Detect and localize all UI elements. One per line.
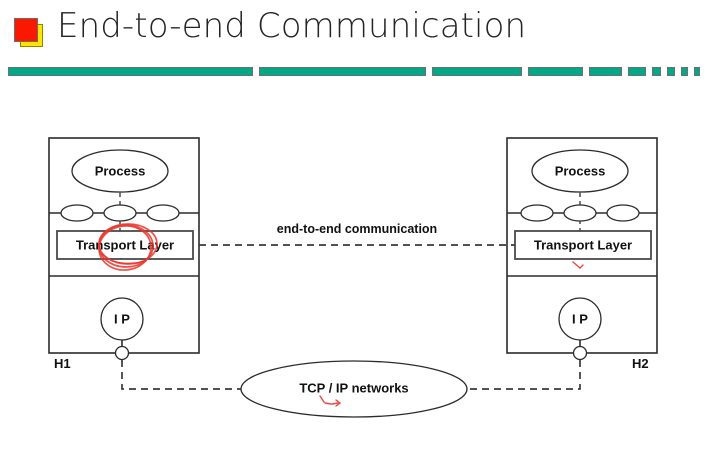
divider-segment-6 — [628, 67, 646, 76]
divider-segment-9 — [681, 67, 688, 76]
divider-segment-2 — [259, 67, 426, 76]
divider-segment-4 — [528, 67, 583, 76]
divider-segment-1 — [8, 67, 253, 76]
host-h1-interface-node — [114, 345, 130, 361]
h2-to-network-link — [467, 360, 581, 390]
host-h2-transport-box — [514, 230, 652, 260]
host-h2-socket-3 — [606, 204, 640, 222]
red-square-shape — [14, 18, 38, 42]
divider-segment-5 — [589, 67, 622, 76]
tcp-ip-network-cloud: TCP / IP networks — [240, 360, 468, 418]
host-h2-process-label: Process — [555, 163, 606, 178]
host-h2-transport-label: Transport Layer — [534, 237, 632, 252]
divider-segment-8 — [667, 67, 675, 76]
host-h2: Process Transport Layer I P H2 — [506, 137, 658, 371]
end-to-end-link: end-to-end communication — [199, 222, 515, 246]
host-h2-socket-2 — [563, 204, 597, 222]
annotation-red-squiggle-cloud — [319, 395, 342, 407]
host-h1: Process Transport Layer I P H1 — [48, 137, 200, 371]
host-h1-name-label: H1 — [54, 356, 71, 371]
host-h2-interface-node — [572, 345, 588, 361]
annotation-red-circle-h1 — [98, 223, 158, 271]
end-to-end-link-label: end-to-end communication — [277, 222, 437, 236]
host-h1-socket-1 — [60, 204, 94, 222]
host-h2-name-label: H2 — [632, 356, 649, 371]
host-h2-socket-1 — [520, 204, 554, 222]
host-h1-transport-label: Transport Layer — [76, 237, 174, 252]
host-h1-socket-2 — [103, 204, 137, 222]
title-divider — [0, 67, 705, 79]
tcp-ip-cloud-label: TCP / IP networks — [299, 380, 408, 395]
host-h2-ip-label: I P — [572, 311, 588, 326]
divider-segment-10 — [694, 67, 700, 76]
host-h1-process-label: Process — [95, 163, 146, 178]
host-h1-transport-box — [56, 230, 194, 260]
divider-segment-7 — [652, 67, 661, 76]
host-h1-ip-label: I P — [114, 311, 130, 326]
host-h1-socket-3 — [146, 204, 180, 222]
red-yellow-square-icon — [14, 18, 43, 47]
annotation-red-tick-h2 — [572, 261, 584, 269]
page-title: End-to-end Communication — [57, 6, 527, 46]
slide-header: End-to-end Communication — [0, 0, 705, 76]
h1-to-network-link — [121, 360, 241, 390]
divider-segment-3 — [432, 67, 522, 76]
